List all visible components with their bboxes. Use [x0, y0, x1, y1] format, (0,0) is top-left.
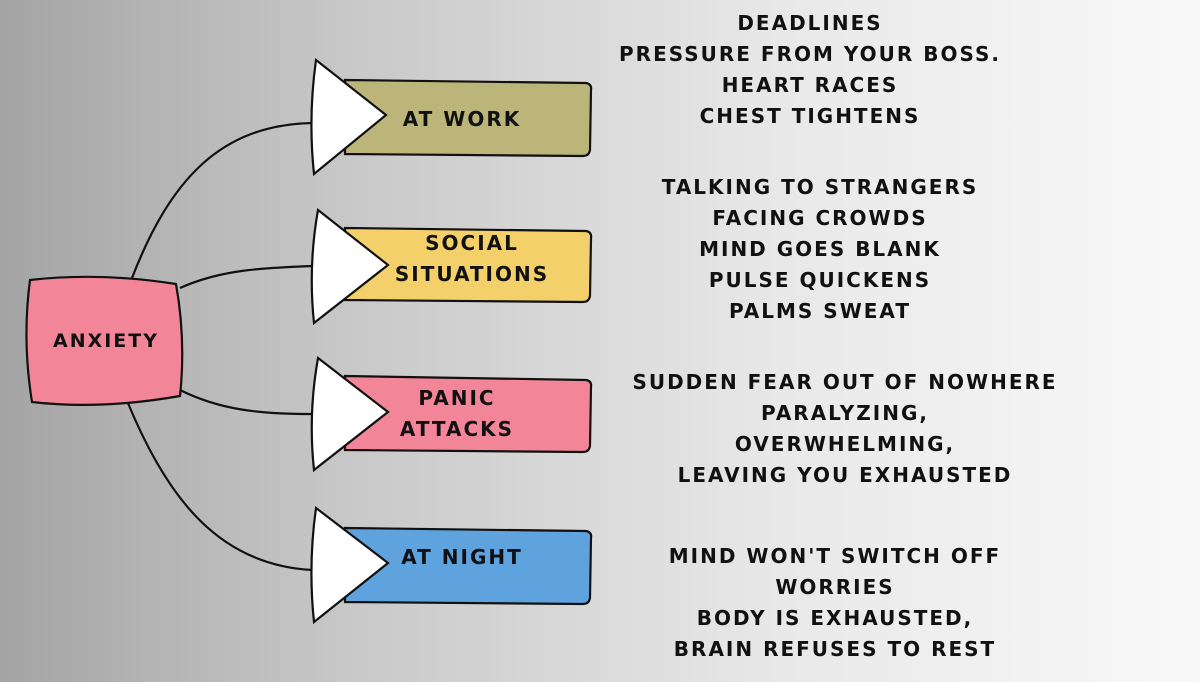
detail-line: TALKING TO STRANGERS	[661, 175, 979, 199]
detail-line: WORRIES	[775, 575, 895, 599]
arrowhead-panic-attacks	[310, 356, 390, 473]
detail-line: OVERWHELMING,	[734, 432, 956, 456]
branch-node-at-night	[310, 505, 593, 625]
details-social-situations: TALKING TO STRANGERS FACING CROWDS MIND …	[610, 172, 1030, 327]
branch-box-panic-attacks	[343, 374, 593, 454]
central-node-box	[25, 275, 184, 406]
branch-label-line: PANIC	[418, 386, 496, 410]
connector-panic-attacks	[179, 389, 313, 416]
connector-at-night	[126, 402, 313, 572]
branch-label-line: SITUATIONS	[394, 262, 550, 286]
details-at-work: DEADLINES PRESSURE FROM YOUR BOSS. HEART…	[600, 8, 1020, 132]
branch-label-line: ATTACKS	[399, 417, 515, 441]
connector-at-work	[130, 121, 313, 279]
central-node-label: ANXIETY	[32, 326, 180, 357]
detail-line: PRESSURE FROM YOUR BOSS.	[619, 42, 1001, 66]
detail-line: MIND GOES BLANK	[699, 237, 941, 261]
central-node-text: ANXIETY	[52, 330, 160, 352]
branch-node-panic-attacks	[310, 356, 593, 473]
branch-label-panic-attacks: PANIC ATTACKS	[382, 383, 532, 445]
branch-box-at-work	[343, 78, 593, 158]
branch-box-social-situations	[343, 226, 593, 304]
detail-line: CHEST TIGHTENS	[699, 104, 921, 128]
branch-label-at-night: AT NIGHT	[382, 542, 542, 573]
connector-social-situations	[179, 264, 313, 290]
detail-line: BRAIN REFUSES TO REST	[673, 637, 997, 661]
branch-label-line: AT WORK	[402, 107, 522, 131]
connectors	[126, 121, 313, 572]
details-panic-attacks: SUDDEN FEAR OUT OF NOWHERE PARALYZING, O…	[620, 367, 1070, 491]
detail-line: LEAVING YOU EXHAUSTED	[677, 463, 1013, 487]
detail-line: PALMS SWEAT	[728, 299, 911, 323]
branch-label-social-situations: SOCIAL SITUATIONS	[382, 228, 562, 290]
arrowhead-at-night	[310, 505, 390, 625]
arrowhead-social-situations	[310, 208, 390, 326]
detail-line: MIND WON'T SWITCH OFF	[668, 544, 1002, 568]
detail-line: DEADLINES	[737, 11, 883, 35]
detail-line: FACING CROWDS	[712, 206, 928, 230]
detail-line: PARALYZING,	[761, 401, 929, 425]
branch-label-at-work: AT WORK	[382, 104, 542, 135]
branch-node-at-work	[310, 57, 593, 177]
branch-label-line: SOCIAL	[425, 231, 519, 255]
detail-line: BODY IS EXHAUSTED,	[696, 606, 974, 630]
branch-label-line: AT NIGHT	[401, 545, 523, 569]
detail-line: HEART RACES	[721, 73, 899, 97]
branch-box-at-night	[343, 526, 593, 606]
detail-line: PULSE QUICKENS	[708, 268, 932, 292]
detail-line: SUDDEN FEAR OUT OF NOWHERE	[632, 370, 1058, 394]
arrowhead-at-work	[310, 57, 388, 177]
branch-node-social-situations	[310, 208, 593, 326]
details-at-night: MIND WON'T SWITCH OFF WORRIES BODY IS EX…	[625, 541, 1045, 665]
